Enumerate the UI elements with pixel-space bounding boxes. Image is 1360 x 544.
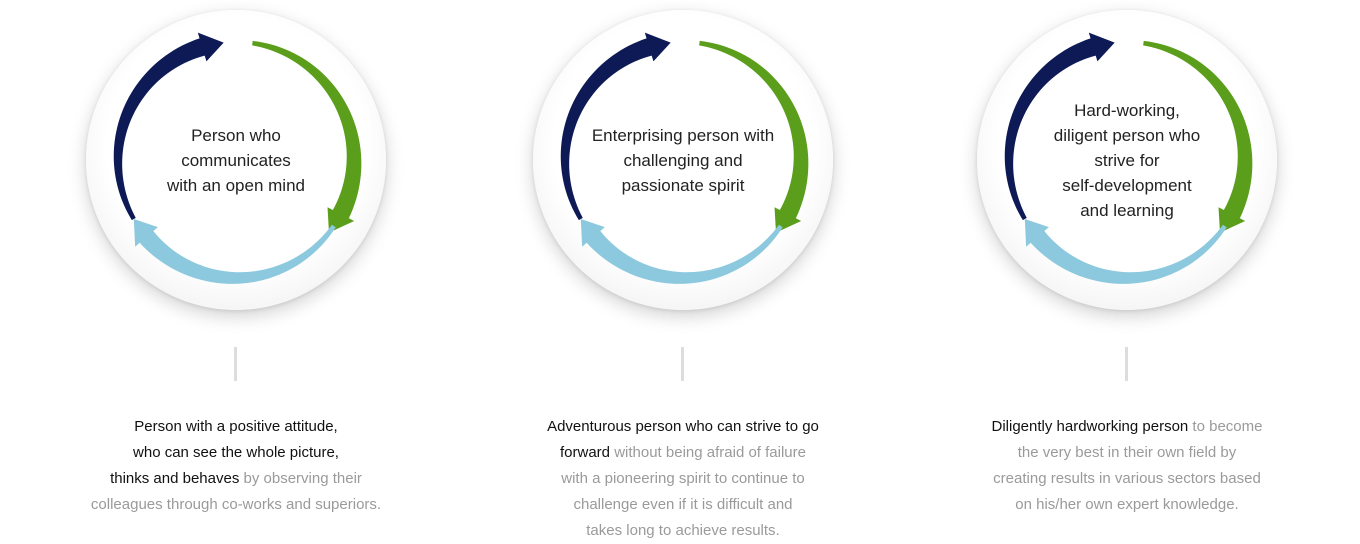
cycle-arrow [1143,40,1253,233]
circle-title: Hard-working, diligent person who strive… [1053,100,1201,220]
cycle-circle: Person who communicates with an open min… [86,10,386,310]
value-card-1: Person who communicates with an open min… [56,0,416,544]
divider-line [234,347,237,381]
description-highlight: Diligently hardworking person [991,418,1189,435]
cycle-arrow [133,219,336,284]
cycle-arrow [580,219,783,284]
value-card-2: Enterprising person with challenging and… [503,0,863,544]
divider-line [681,347,684,381]
description: Person with a positive attitude,who can … [56,414,416,518]
divider-line [1125,347,1128,381]
cycle-circle: Hard-working, diligent person who strive… [977,10,1277,310]
cycle-circle: Enterprising person with challenging and… [533,10,833,310]
circle-title: Enterprising person with challenging and… [591,125,775,195]
cycle-arrow [1004,32,1115,221]
circle-title: Person who communicates with an open min… [167,125,305,195]
cycle-arrows-icon [1004,32,1253,284]
value-card-3: Hard-working, diligent person who strive… [947,0,1307,544]
cycle-arrow [1024,219,1227,284]
cycle-arrow [113,32,224,221]
description-highlight: Person with a positive attitude,who can … [110,418,339,487]
cycle-arrow [560,32,671,221]
cycle-arrows-icon [560,32,809,284]
cycle-arrow [252,40,362,233]
cycle-arrows-icon [113,32,362,284]
cycle-arrow [699,40,809,233]
